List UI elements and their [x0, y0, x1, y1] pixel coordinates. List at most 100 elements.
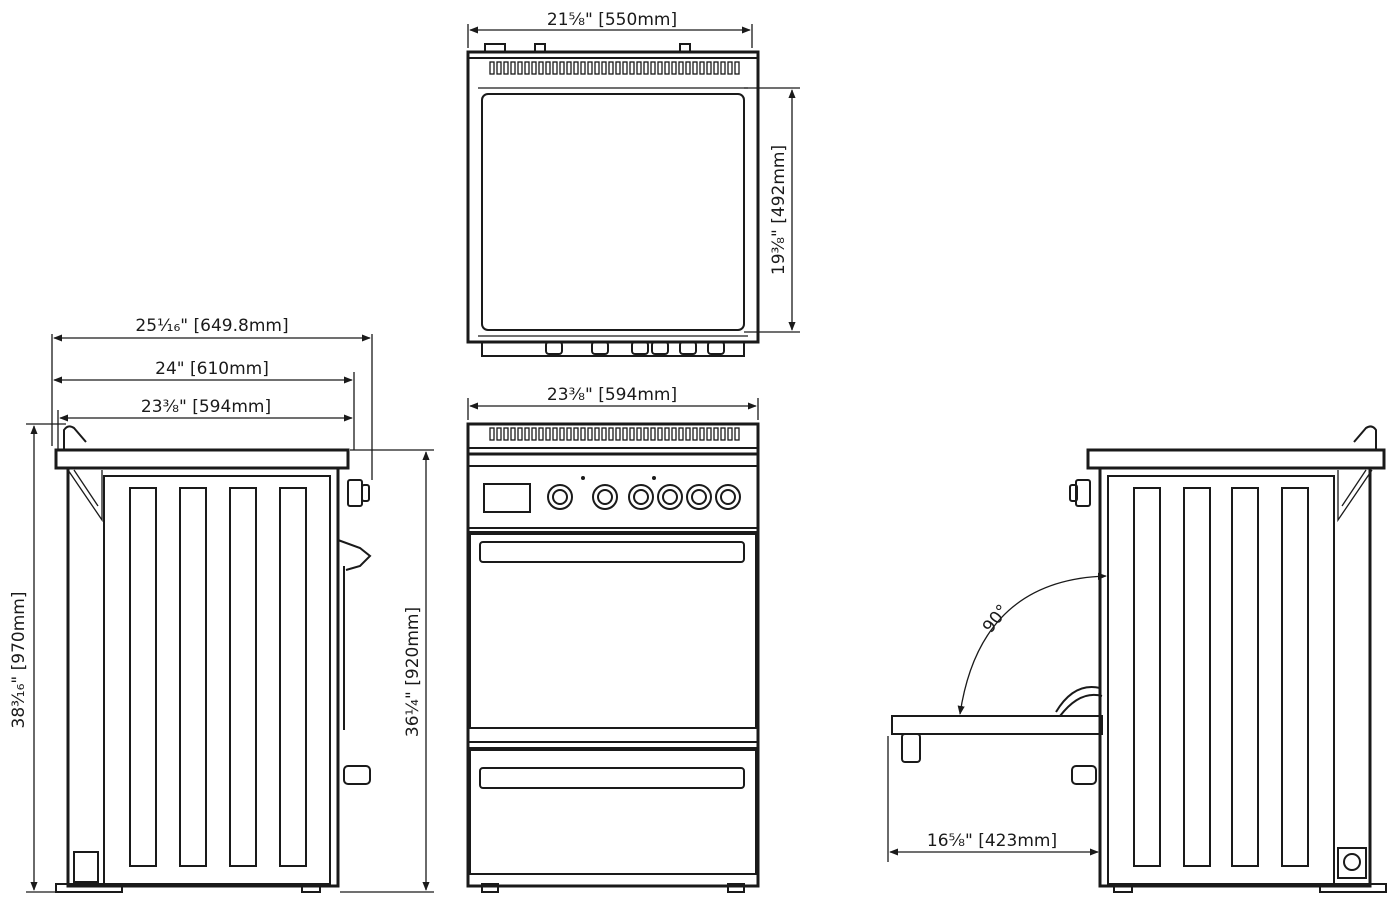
- vent-slot: [496, 61, 502, 75]
- top-knob-icon: [545, 341, 563, 355]
- vent-slot: [531, 61, 537, 75]
- vent-slot: [727, 61, 733, 75]
- top-view: [466, 43, 760, 357]
- vent-slot: [601, 61, 607, 75]
- vent-slot: [580, 61, 586, 75]
- vent-slot: [594, 427, 600, 441]
- knob-icon: [657, 484, 683, 510]
- vent-slot: [706, 427, 712, 441]
- oven-door: [469, 533, 757, 729]
- vent-slot: [608, 427, 614, 441]
- knob-icon: [592, 484, 618, 510]
- vent-slot: [517, 427, 523, 441]
- vent-slot: [720, 61, 726, 75]
- display-icon: [483, 483, 531, 513]
- vent-slot: [650, 427, 656, 441]
- vent-slot: [713, 61, 719, 75]
- vent-slot: [678, 61, 684, 75]
- vent-slot: [636, 61, 642, 75]
- vent-slot: [643, 61, 649, 75]
- vent-slot: [608, 61, 614, 75]
- vent-slot: [622, 61, 628, 75]
- front-foot: [481, 883, 499, 893]
- left-side-panel: [103, 475, 331, 885]
- vent-slot: [545, 61, 551, 75]
- vent-slot: [503, 427, 509, 441]
- vent-slot: [524, 61, 530, 75]
- vent-slot: [699, 61, 705, 75]
- vent-slot: [538, 427, 544, 441]
- front-view-vents: [489, 427, 740, 441]
- vent-slot: [503, 61, 509, 75]
- left-cooktop: [54, 448, 350, 470]
- vent-slot: [734, 61, 740, 75]
- vent-slot: [650, 61, 656, 75]
- vent-slot: [517, 61, 523, 75]
- vent-slot: [573, 427, 579, 441]
- top-knob-icon: [707, 341, 725, 355]
- vent-slot: [629, 61, 635, 75]
- vent-slot: [489, 61, 495, 75]
- vent-slot: [671, 427, 677, 441]
- vent-slot: [580, 427, 586, 441]
- top-view-rear-vents: [489, 61, 740, 75]
- right-side-body: [1098, 466, 1372, 888]
- vent-slot: [657, 427, 663, 441]
- knob-icon: [547, 484, 573, 510]
- vent-slot: [699, 427, 705, 441]
- front-foot: [727, 883, 745, 893]
- top-view-outline: [466, 50, 760, 344]
- knob-icon: [628, 484, 654, 510]
- side-knob-icon: [1075, 479, 1091, 507]
- door-angle-label: 90°: [979, 601, 1013, 637]
- dimension-labels: 21⅝" [550mm] 19⅜" [492mm] 23⅜" [594mm] 2…: [9, 10, 1057, 851]
- oven-door-handle: [479, 541, 745, 563]
- top-view-knobs: [545, 341, 725, 355]
- door-projection-label: 16⅝" [423mm]: [927, 831, 1057, 851]
- vent-slot: [713, 427, 719, 441]
- left-side-view: [54, 425, 372, 893]
- vent-slot: [587, 427, 593, 441]
- vent-slot: [636, 427, 642, 441]
- top-knob-icon: [591, 341, 609, 355]
- vent-slot: [727, 427, 733, 441]
- vent-slot: [615, 427, 621, 441]
- vent-slot: [671, 61, 677, 75]
- vent-slot: [678, 427, 684, 441]
- gas-connection-icon: [73, 851, 99, 883]
- dimension-lines: [26, 24, 1107, 893]
- side-drawer-handle: [1071, 765, 1097, 785]
- vent-slot: [559, 427, 565, 441]
- vent-slot: [692, 427, 698, 441]
- vent-slot: [531, 427, 537, 441]
- front-view-body: [466, 452, 760, 888]
- vent-slot: [559, 61, 565, 75]
- vent-slot: [510, 427, 516, 441]
- body-height-label: 36¼" [920mm]: [403, 607, 423, 737]
- vent-slot: [538, 61, 544, 75]
- vent-slot: [566, 61, 572, 75]
- vent-slot: [545, 427, 551, 441]
- front-width-label: 23⅜" [594mm]: [547, 385, 677, 405]
- depth-594-label: 23⅜" [594mm]: [141, 397, 271, 417]
- vent-slot: [510, 61, 516, 75]
- side-knob-icon: [347, 479, 363, 507]
- depth-24-label: 24" [610mm]: [155, 359, 269, 379]
- knob-icon: [686, 484, 712, 510]
- top-knob-icon: [631, 341, 649, 355]
- vent-slot: [734, 427, 740, 441]
- vent-slot: [664, 427, 670, 441]
- vent-slot: [657, 61, 663, 75]
- front-view: [466, 422, 760, 893]
- top-knob-icon: [679, 341, 697, 355]
- vent-slot: [664, 61, 670, 75]
- vent-slot: [720, 427, 726, 441]
- vent-slot: [692, 61, 698, 75]
- vent-slot: [685, 61, 691, 75]
- top-width-label: 21⅝" [550mm]: [547, 10, 677, 30]
- top-knob-icon: [651, 341, 669, 355]
- vent-slot: [629, 427, 635, 441]
- vent-slot: [573, 61, 579, 75]
- vent-slot: [552, 61, 558, 75]
